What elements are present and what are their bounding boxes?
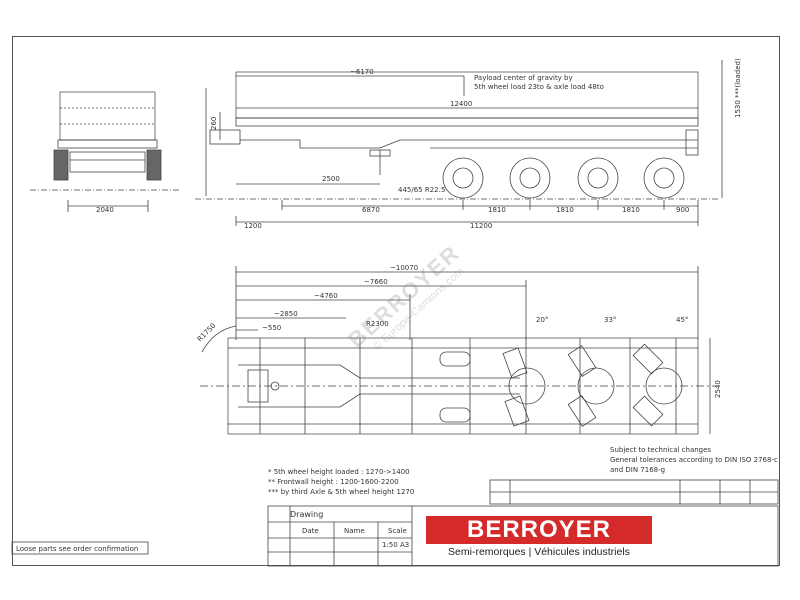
dim-angle-1: 20°	[536, 316, 548, 324]
brand-name: BERROYER	[426, 516, 652, 544]
dim-rear-width: 2040	[96, 206, 114, 214]
side-view	[195, 60, 723, 226]
dim-radius-2: R2300	[366, 320, 389, 328]
tb-date: Date	[302, 527, 319, 535]
tb-name: Name	[344, 527, 365, 535]
dim-total-length: 12400	[450, 100, 472, 108]
footnote-2: ** Frontwall height : 1200-1600-2200	[268, 478, 399, 486]
loose-parts-note: Loose parts see order confirmation	[16, 545, 138, 553]
dim-angle-2: 33°	[604, 316, 616, 324]
dim-front-clearance: 2500	[322, 175, 340, 183]
subject-line-2: General tolerances according to DIN ISO …	[610, 456, 778, 464]
dim-top-length-4: ~2850	[274, 310, 298, 318]
dim-radius-1: R1750	[196, 322, 218, 344]
payload-note-line-1: Payload center of gravity by	[474, 74, 573, 82]
dim-kingpin-to-axle: 6870	[362, 206, 380, 214]
dim-top-length-3: ~4760	[314, 292, 338, 300]
dim-rear-overhang: 900	[676, 206, 689, 214]
tb-scale: Scale	[388, 527, 407, 535]
dim-top-length-2: ~7660	[364, 278, 388, 286]
footnote-3: *** by third Axle & 5th wheel height 127…	[268, 488, 414, 496]
dim-front-overhang: 1200	[244, 222, 262, 230]
subject-line-3: and DIN 7168-g	[610, 466, 665, 474]
title-block	[11, 479, 779, 567]
tb-drawing: Drawing	[290, 510, 323, 519]
dim-overall-width: 2540	[714, 380, 722, 398]
dim-rail-height: 260	[210, 117, 218, 130]
footnote-1: * 5th wheel height loaded : 1270->1400	[268, 468, 410, 476]
dim-top-length-1: ~10070	[390, 264, 418, 272]
brand-subtitle: Semi-remorques | Véhicules industriels	[448, 546, 630, 558]
dim-tyre-size: 445/65 R22.5	[398, 186, 445, 194]
dim-side-height: 1530 ***(loaded)	[734, 58, 742, 118]
dim-axle-spacing-2: 1810	[556, 206, 574, 214]
brand-logo: BERROYER Semi-remorques | Véhicules indu…	[426, 516, 652, 562]
subject-line-1: Subject to technical changes	[610, 446, 711, 454]
top-view	[200, 266, 720, 435]
dim-axle-spacing-1: 1810	[488, 206, 506, 214]
tb-scale-value: 1:50 A3	[382, 541, 409, 549]
dim-payload-distance: ~6170	[350, 68, 374, 76]
dim-wheelbase-total: 11200	[470, 222, 492, 230]
dim-angle-3: 45°	[676, 316, 688, 324]
payload-note-line-2: 5th wheel load 23to & axle load 48to	[474, 83, 604, 91]
dim-axle-spacing-3: 1810	[622, 206, 640, 214]
dim-top-length-5: ~550	[262, 324, 281, 332]
rear-view	[30, 91, 180, 212]
